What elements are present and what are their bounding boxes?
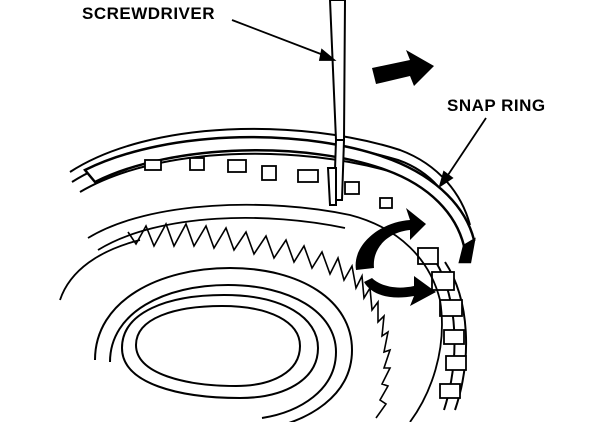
clutch-tabs (144, 157, 467, 399)
gear-teeth (127, 222, 392, 419)
lift-arrow (372, 50, 434, 86)
hub (94, 266, 354, 422)
screwdriver (326, 0, 347, 206)
snap-ring-label: SNAP RING (447, 96, 546, 115)
screwdriver-arrowhead (318, 48, 337, 61)
pry-arrows (355, 208, 436, 306)
snap-ring (83, 135, 476, 264)
snap-ring-arrowhead (438, 170, 454, 189)
leader-lines (231, 19, 487, 189)
screwdriver-label: SCREWDRIVER (82, 4, 216, 23)
